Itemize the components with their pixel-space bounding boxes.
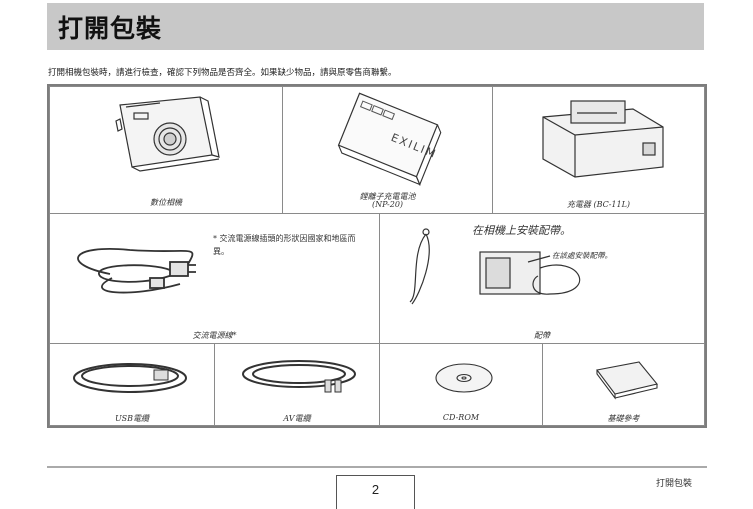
page-title: 打開包裝 [58,14,163,43]
cell-usb: USB電纜 [49,343,215,426]
cdrom-illustration [435,363,493,393]
cell-cdrom: CD-ROM [379,343,543,426]
footer-section-label: 打開包裝 [656,479,693,489]
caption-battery-line1: 鋰離子充電電池 [359,192,416,201]
cell-reference: 基礎參考 [542,343,705,426]
camera-illustration [115,96,220,172]
cell-ac-cord: * 交流電源線插頭的形狀因國家和地區而異。 交流電源線* [49,213,380,344]
reference-booklet-illustration [596,361,658,400]
charger-illustration [542,100,664,178]
usb-cable-illustration [73,363,187,393]
cell-av: AV電纜 [214,343,380,426]
caption-cdrom: CD-ROM [442,413,480,422]
footer-divider [47,466,707,468]
caption-usb: USB電纜 [114,414,150,423]
ac-cord-note: * 交流電源線插頭的形狀因國家和地區而異。 [213,234,356,256]
strap-callout: 在該處安裝配帶。 [552,251,612,260]
caption-battery-line2: (NP-20) [371,200,404,209]
cell-camera: 數位相機 [49,86,283,214]
cell-battery: EXILIM 鋰離子充電電池 (NP-20) [282,86,493,214]
contents-frame: 數位相機 EXILIM 鋰離子充電電池 (NP-20) [47,84,707,428]
caption-camera: 數位相機 [150,198,182,207]
page-number-box: 2 [336,475,415,509]
strap-illustration [409,228,581,305]
caption-strap: 配帶 [534,331,550,340]
cell-charger: 充電器 (BC-11L) [492,86,705,214]
caption-reference: 基礎參考 [607,414,640,423]
strap-title: 在相機上安裝配帶。 [472,224,571,237]
caption-ac-cord: 交流電源線* [192,331,237,340]
caption-charger: 充電器 (BC-11L) [566,200,631,209]
caption-av: AV電纜 [283,414,311,423]
title-bar: 打開包裝 [47,3,704,50]
ac-cord-illustration [77,248,196,294]
cell-strap: 在相機上安裝配帶。 在該處安裝配帶。 配帶 [379,213,705,344]
page-number: 2 [371,482,380,497]
av-cable-illustration [242,360,356,393]
battery-illustration: EXILIM [337,92,442,186]
intro-text: 打開相機包裝時，請進行檢查，確認下列物品是否齊全。如果缺少物品，請與原零售商聯繫… [48,68,397,78]
